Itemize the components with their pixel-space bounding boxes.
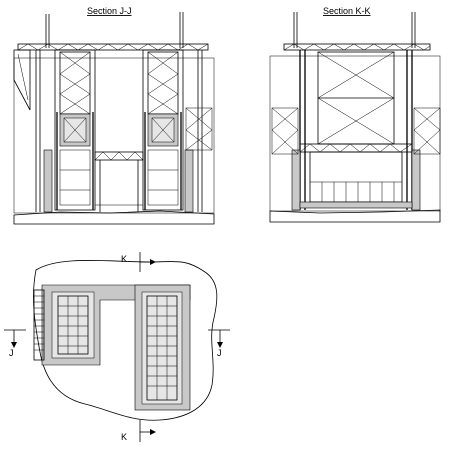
cut-label-k-bottom: K xyxy=(121,432,127,442)
stair-plan xyxy=(33,289,45,361)
section-cut-k-bottom: K xyxy=(121,420,156,442)
section-jj-elevation: Section J-J xyxy=(13,6,215,225)
left-bracket xyxy=(13,49,31,111)
plan-view: K K J J xyxy=(4,252,230,442)
ground-line xyxy=(13,210,215,225)
central-bracing xyxy=(317,51,395,145)
pier-right xyxy=(411,149,421,211)
right-frame xyxy=(185,107,213,151)
site-boundary xyxy=(33,259,218,421)
right-tower xyxy=(142,49,184,211)
pier-left xyxy=(43,149,53,213)
right-wing-frame xyxy=(413,107,441,155)
lower-cage xyxy=(309,151,403,203)
section-cut-j-left: J xyxy=(4,329,26,358)
section-cut-j-right: J xyxy=(208,329,230,358)
base-slab xyxy=(299,201,413,209)
pier-left xyxy=(291,149,301,211)
central-bridge xyxy=(94,151,144,161)
left-wing-frame xyxy=(271,107,299,155)
building-outline xyxy=(13,57,215,214)
ground-line xyxy=(269,209,441,223)
right-tower-plan xyxy=(141,291,183,405)
left-tower xyxy=(54,49,96,211)
section-kk-title: Section K-K xyxy=(323,6,371,16)
cut-label-j-right: J xyxy=(217,348,222,358)
section-kk-elevation: Section K-K xyxy=(269,6,441,223)
top-truss xyxy=(283,43,431,51)
section-jj-title: Section J-J xyxy=(87,6,132,16)
pier-right xyxy=(184,149,194,213)
top-truss xyxy=(17,43,209,51)
cut-label-j-left: J xyxy=(9,348,14,358)
section-cut-k-top: K xyxy=(121,252,156,272)
left-tower-plan xyxy=(51,291,95,359)
cut-label-k-top: K xyxy=(121,254,127,264)
